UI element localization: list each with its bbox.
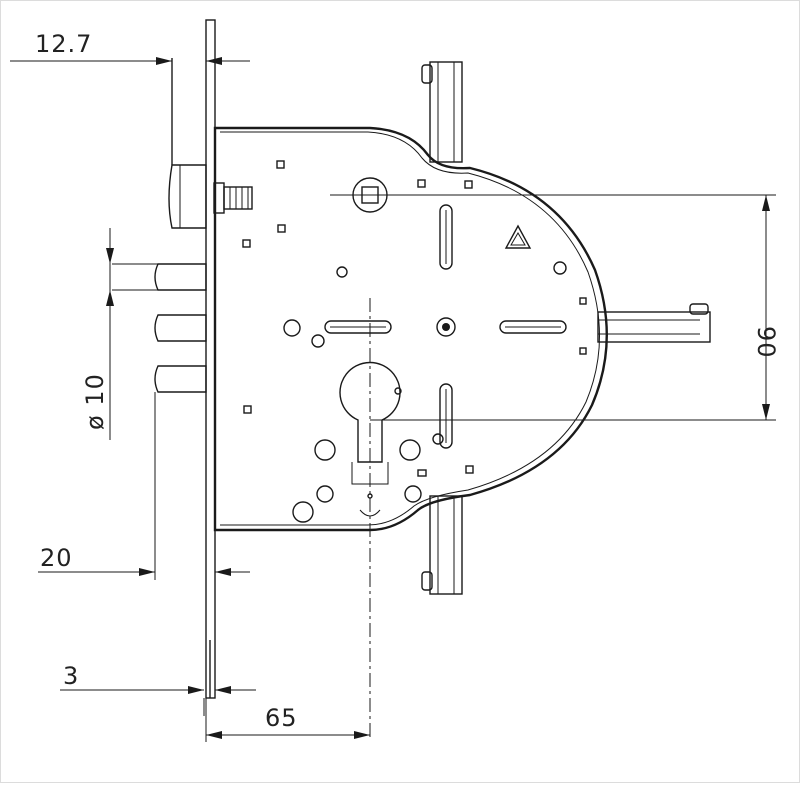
drawing-frame xyxy=(0,0,800,783)
dim-label-12-7: 12.7 xyxy=(35,30,92,58)
latch-bolt xyxy=(168,58,207,229)
dim-label-65: 65 xyxy=(265,704,298,732)
lock-body-inner-edge xyxy=(220,131,600,526)
bottom-rod xyxy=(421,495,463,595)
dim-faceplate-thickness: 12.7 xyxy=(10,30,250,65)
side-rod xyxy=(597,303,711,343)
dim-label-3: 3 xyxy=(63,662,79,690)
dim-backset: 65 xyxy=(205,698,370,742)
dim-label-90: 90 xyxy=(752,326,780,359)
deadbolt-top xyxy=(112,263,207,291)
deadbolt-bottom xyxy=(154,365,207,393)
lock-body xyxy=(213,126,608,532)
latch-spring xyxy=(213,182,253,214)
dim-label-dia-10: ø 10 xyxy=(81,373,109,430)
dim-bolt-projection: 20 xyxy=(38,392,250,580)
dim-bolt-diameter: ø 10 xyxy=(81,228,114,440)
top-rod xyxy=(421,61,463,163)
deadbolt-middle xyxy=(154,314,207,342)
dim-label-20: 20 xyxy=(40,544,73,572)
dim-vertical-spacing: 90 xyxy=(752,195,780,420)
faceplate xyxy=(205,19,216,699)
dim-plate-thickness: 3 xyxy=(60,662,256,716)
